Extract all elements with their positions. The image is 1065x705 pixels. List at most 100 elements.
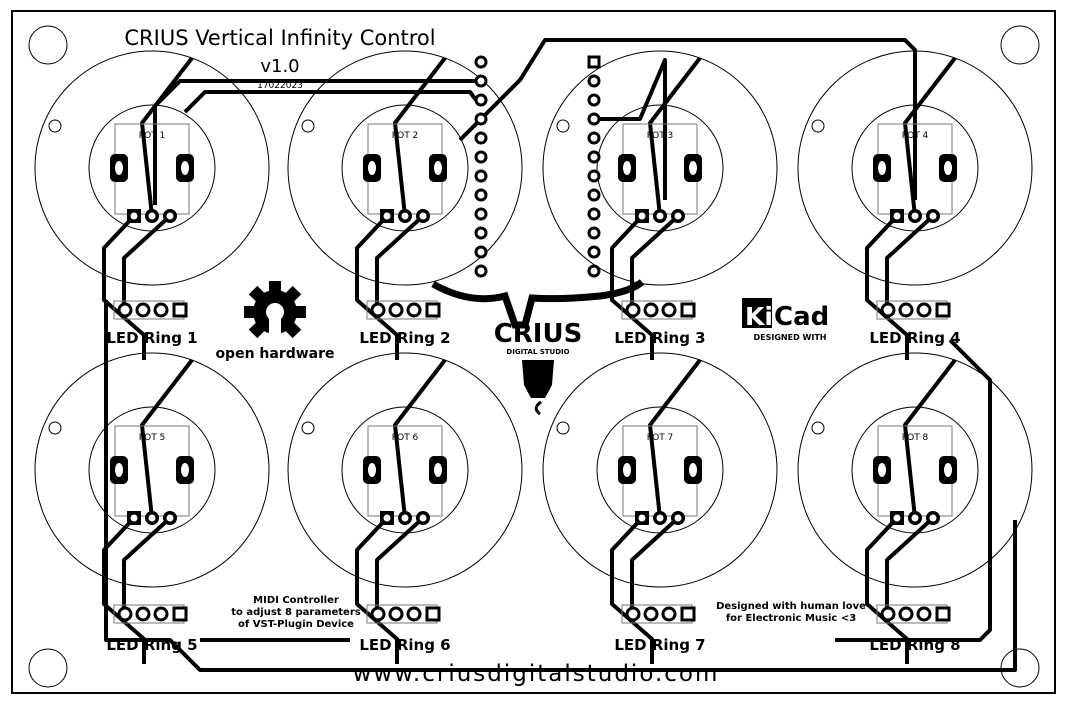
- trace: [375, 516, 425, 614]
- header-pin: [587, 264, 601, 278]
- pin-pad: [898, 606, 914, 622]
- pin-pad: [425, 302, 441, 318]
- header-pin: [474, 169, 488, 183]
- header-pin: [474, 74, 488, 88]
- header-pin: [587, 188, 601, 202]
- header-pin: [474, 112, 488, 126]
- pin-pad: [388, 302, 404, 318]
- encoder-knob-outline: [851, 104, 979, 232]
- encoder-ring-outline: [797, 50, 1033, 286]
- led-ring-header: LED Ring 4: [869, 300, 961, 347]
- header-pin: [587, 150, 601, 164]
- led-ring-label: LED Ring 5: [106, 636, 197, 654]
- horns-icon: [431, 279, 645, 329]
- pin-pad: [425, 606, 441, 622]
- pin-pad: [680, 606, 696, 622]
- header-pin: [587, 226, 601, 240]
- board-outline: [11, 10, 1056, 694]
- board-title: CRIUS Vertical Infinity Control: [124, 26, 435, 50]
- encoder-knob-outline: [596, 104, 724, 232]
- header-pin: [587, 74, 601, 88]
- pin-pad: [680, 302, 696, 318]
- pin-pad: [388, 606, 404, 622]
- trace: [835, 338, 992, 642]
- trace: [183, 90, 478, 114]
- encoder-footprint: POT 8: [797, 352, 1033, 588]
- pin-pad: [880, 302, 896, 318]
- trace: [104, 300, 1017, 672]
- kicad-ki: Ki: [745, 302, 773, 331]
- encoder-ring-outline: [542, 50, 778, 286]
- pin-pad: [172, 606, 188, 622]
- alignment-hole: [301, 421, 315, 435]
- led-ring-header: LED Ring 6: [359, 604, 451, 654]
- love-note: Designed with human love for Electronic …: [716, 601, 866, 624]
- pin-pad: [898, 302, 914, 318]
- trace: [122, 516, 172, 614]
- header-pin: [587, 245, 601, 259]
- svg-text:MIDI Controller: MIDI Controller: [253, 595, 339, 606]
- svg-text:Designed with human love: Designed with human love: [716, 601, 866, 612]
- pin-pad: [117, 302, 133, 318]
- alignment-hole: [301, 119, 315, 133]
- pin-pad: [643, 606, 659, 622]
- pin-pad: [135, 302, 151, 318]
- led-ring-label: LED Ring 2: [359, 329, 450, 347]
- encoder-ring-outline: [542, 352, 778, 588]
- led-ring-header: LED Ring 3: [614, 300, 706, 347]
- pot-label: POT 4: [902, 131, 929, 141]
- trace: [355, 516, 399, 664]
- header-pin: [474, 188, 488, 202]
- header-pin: [587, 112, 601, 126]
- pin-pad: [370, 302, 386, 318]
- encoder-footprint: POT 4: [797, 50, 1033, 286]
- alignment-hole: [48, 119, 62, 133]
- pin-pad: [935, 606, 951, 622]
- mounting-hole: [1000, 25, 1040, 65]
- trace: [153, 79, 476, 205]
- pot-label: POT 5: [139, 433, 166, 443]
- crius-sub-text: DIGITAL STUDIO: [506, 348, 569, 356]
- header-pin: [587, 55, 601, 69]
- trace: [375, 214, 425, 310]
- header-pin: [474, 93, 488, 107]
- trace: [630, 214, 680, 310]
- encoder-knob-outline: [596, 406, 724, 534]
- crius-logo: CRIUS DIGITAL STUDIO: [431, 279, 645, 416]
- header-pin: [587, 207, 601, 221]
- pin-pad: [661, 302, 677, 318]
- led-ring-label: LED Ring 1: [106, 329, 197, 347]
- copper-traces: [102, 38, 1017, 672]
- encoder-knob-outline: [341, 406, 469, 534]
- header-pin: [474, 55, 488, 69]
- encoder-ring-outline: [34, 50, 270, 286]
- pin-pad: [135, 606, 151, 622]
- trace: [355, 214, 399, 360]
- alignment-hole: [556, 421, 570, 435]
- board-date: 17022023: [257, 81, 303, 91]
- kicad-designed-with: DESIGNED WITH: [754, 333, 827, 342]
- encoder-knob-outline: [341, 104, 469, 232]
- pot-label: POT 1: [139, 131, 166, 141]
- pot-label: POT 7: [647, 433, 674, 443]
- encoder-ring-outline: [34, 352, 270, 588]
- led-ring-label: LED Ring 3: [614, 329, 705, 347]
- trace: [648, 56, 702, 217]
- pot-label: POT 8: [902, 433, 929, 443]
- trace: [599, 58, 667, 200]
- encoder-footprint: POT 5: [34, 352, 270, 588]
- encoder-ring-outline: [797, 352, 1033, 588]
- pin-pad: [172, 302, 188, 318]
- trace: [648, 358, 702, 519]
- alignment-hole: [556, 119, 570, 133]
- kicad-cad: Cad: [774, 302, 829, 332]
- pin-pad: [406, 302, 422, 318]
- pot-label: POT 3: [647, 131, 674, 141]
- pin-pad: [406, 606, 422, 622]
- encoder-footprint: POT 1: [34, 50, 270, 286]
- pot-label: POT 6: [392, 433, 419, 443]
- header-pin: [587, 131, 601, 145]
- website-url: www.criusdigitalstudio.com: [353, 661, 720, 687]
- encoder-knob-outline: [88, 406, 216, 534]
- alignment-hole: [48, 421, 62, 435]
